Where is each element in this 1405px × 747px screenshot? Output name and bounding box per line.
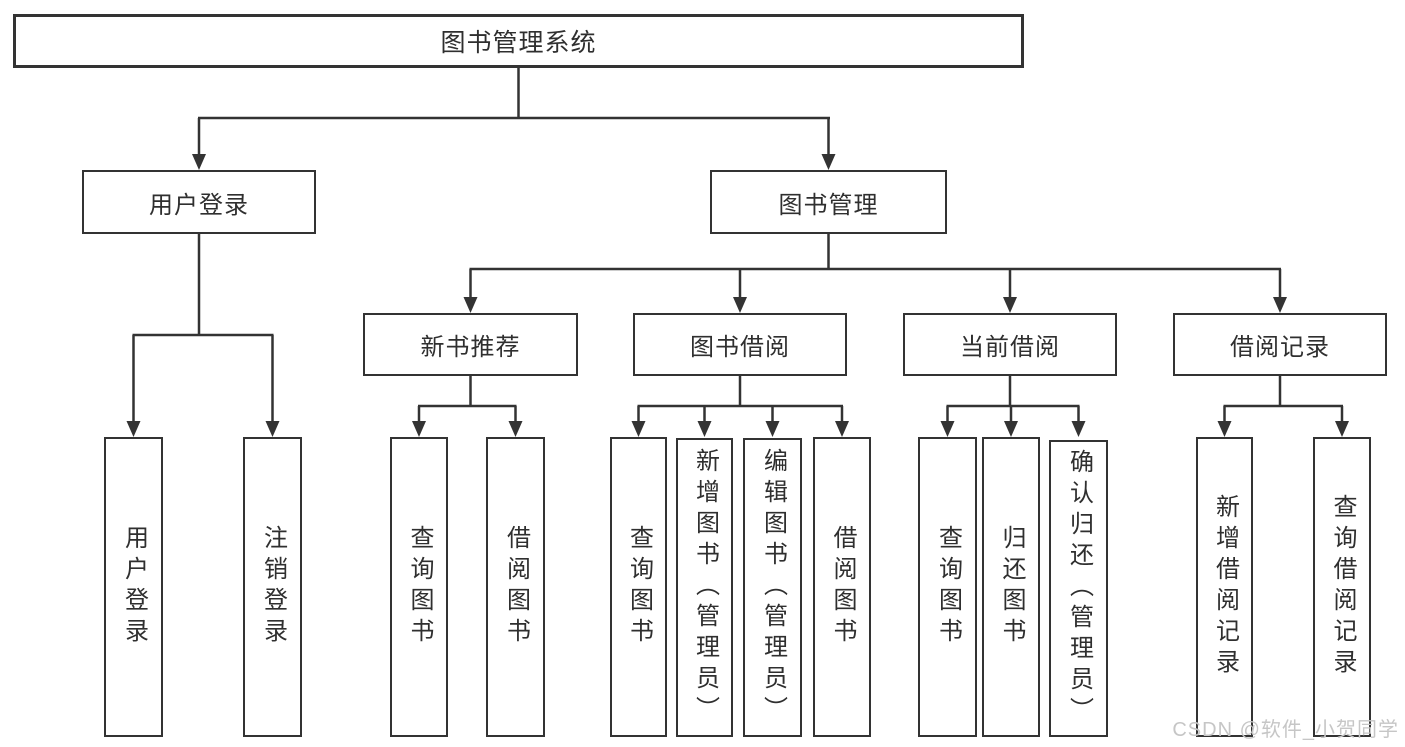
node-book-management: 图书管理 (710, 170, 947, 234)
node-current-borrowing: 当前借阅 (903, 313, 1117, 376)
node-user-login-label: 用户登录 (149, 191, 249, 219)
node-borrowing-records-label: 借阅记录 (1230, 334, 1330, 361)
node-new-book-recommend: 新书推荐 (363, 313, 578, 376)
node-book-borrowing: 图书借阅 (633, 313, 847, 376)
leaf-bb-edit-books-label: 编辑图书（管理员） (759, 448, 787, 727)
watermark: CSDN @软件_小贺同学 (1172, 719, 1399, 741)
node-root: 图书管理系统 (13, 14, 1024, 68)
leaf-bb-add-books: 新增图书（管理员） (676, 438, 733, 737)
leaf-nb-borrow-books: 借阅图书 (486, 437, 545, 737)
leaf-login: 用户登录 (104, 437, 163, 737)
node-book-borrowing-label: 图书借阅 (690, 334, 790, 361)
leaf-cb-confirm-return: 确认归还（管理员） (1049, 440, 1108, 737)
leaf-br-query-record-label: 查询借阅记录 (1329, 494, 1356, 680)
leaf-br-query-record: 查询借阅记录 (1313, 437, 1371, 737)
leaf-bb-borrow-books: 借阅图书 (813, 437, 871, 737)
leaf-br-add-record-label: 新增借阅记录 (1211, 494, 1239, 680)
node-root-label: 图书管理系统 (440, 29, 597, 57)
node-current-borrowing-label: 当前借阅 (960, 334, 1060, 361)
leaf-bb-edit-books: 编辑图书（管理员） (743, 438, 802, 737)
leaf-cb-return-books: 归还图书 (982, 437, 1040, 737)
leaf-cb-query-books: 查询图书 (918, 437, 977, 737)
arrowheads (126, 154, 1349, 437)
leaf-nb-query-books-label: 查询图书 (406, 525, 433, 649)
node-book-management-label: 图书管理 (778, 191, 879, 219)
leaf-logout: 注销登录 (243, 437, 302, 737)
leaf-bb-add-books-label: 新增图书（管理员） (691, 448, 719, 727)
leaf-br-add-record: 新增借阅记录 (1196, 437, 1253, 737)
leaf-bb-borrow-books-label: 借阅图书 (829, 525, 856, 649)
leaf-cb-return-books-label: 归还图书 (998, 525, 1025, 649)
leaf-cb-query-books-label: 查询图书 (934, 525, 962, 649)
leaf-logout-label: 注销登录 (259, 525, 287, 649)
leaf-login-label: 用户登录 (120, 525, 148, 649)
leaf-bb-query-books: 查询图书 (610, 437, 667, 737)
leaf-nb-query-books: 查询图书 (390, 437, 448, 737)
node-new-book-recommend-label: 新书推荐 (420, 334, 521, 361)
node-user-login: 用户登录 (82, 170, 316, 234)
leaf-cb-confirm-return-label: 确认归还（管理员） (1065, 449, 1093, 728)
node-borrowing-records: 借阅记录 (1173, 313, 1387, 376)
leaf-bb-query-books-label: 查询图书 (625, 525, 653, 649)
tree-edges (132, 68, 1344, 425)
leaf-nb-borrow-books-label: 借阅图书 (502, 525, 530, 649)
